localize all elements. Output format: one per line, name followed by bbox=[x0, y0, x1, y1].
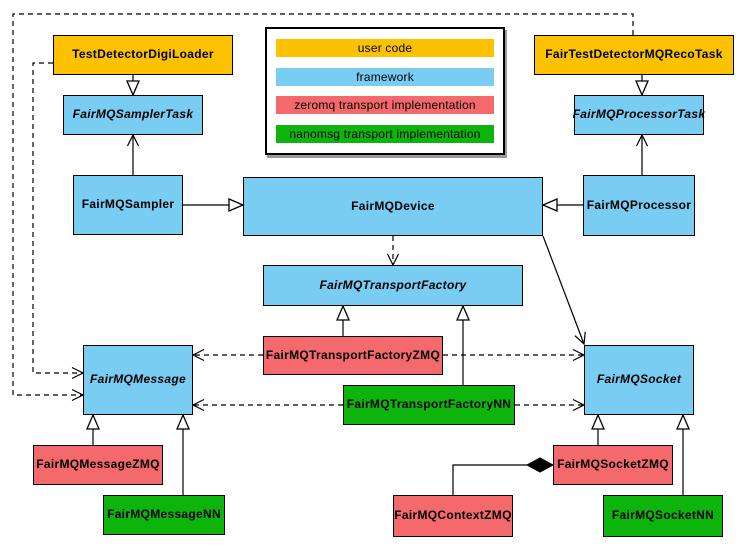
legend-item-zeromq: zeromq transport implementation bbox=[276, 96, 494, 115]
node-fairmq-message-nn: FairMQMessageNN bbox=[103, 495, 225, 535]
node-fairmq-socket: FairMQSocket bbox=[584, 345, 694, 415]
node-fairmq-message-zmq: FairMQMessageZMQ bbox=[33, 445, 163, 485]
node-fairmq-socket-nn: FairMQSocketNN bbox=[603, 495, 723, 537]
node-fairmq-processor: FairMQProcessor bbox=[583, 175, 695, 236]
node-test-detector-digi-loader: TestDetectorDigiLoader bbox=[53, 35, 233, 75]
node-fairmq-sampler: FairMQSampler bbox=[73, 175, 183, 235]
legend-item-framework: framework bbox=[276, 67, 494, 86]
edge-device-socket bbox=[542, 235, 586, 346]
node-fairmq-processor-task: FairMQProcessorTask bbox=[573, 95, 705, 135]
node-fairmq-context-zmq: FairMQContextZMQ bbox=[393, 495, 513, 537]
edge-digiloader-message bbox=[32, 62, 85, 380]
node-fairmq-message: FairMQMessage bbox=[83, 345, 193, 415]
node-fairmq-device: FairMQDevice bbox=[243, 177, 543, 236]
legend: user code framework zeromq transport imp… bbox=[265, 27, 505, 155]
edge-recotask-message bbox=[12, 13, 634, 402]
node-fairmq-socket-zmq: FairMQSocketZMQ bbox=[553, 445, 673, 485]
node-fair-test-detector-mq-reco-task: FairTestDetectorMQRecoTask bbox=[534, 35, 734, 75]
edge-contextzmq-socketzmq bbox=[452, 464, 527, 495]
composition-diamond-icon bbox=[525, 457, 555, 473]
node-fairmq-sampler-task: FairMQSamplerTask bbox=[63, 95, 203, 135]
node-fairmq-transport-factory: FairMQTransportFactory bbox=[263, 265, 523, 306]
node-fairmq-transport-factory-zmq: FairMQTransportFactoryZMQ bbox=[263, 336, 443, 375]
node-fairmq-transport-factory-nn: FairMQTransportFactoryNN bbox=[343, 385, 515, 425]
legend-item-nanomsg: nanomsg transport implementation bbox=[276, 124, 494, 143]
legend-item-user-code: user code bbox=[276, 39, 494, 57]
